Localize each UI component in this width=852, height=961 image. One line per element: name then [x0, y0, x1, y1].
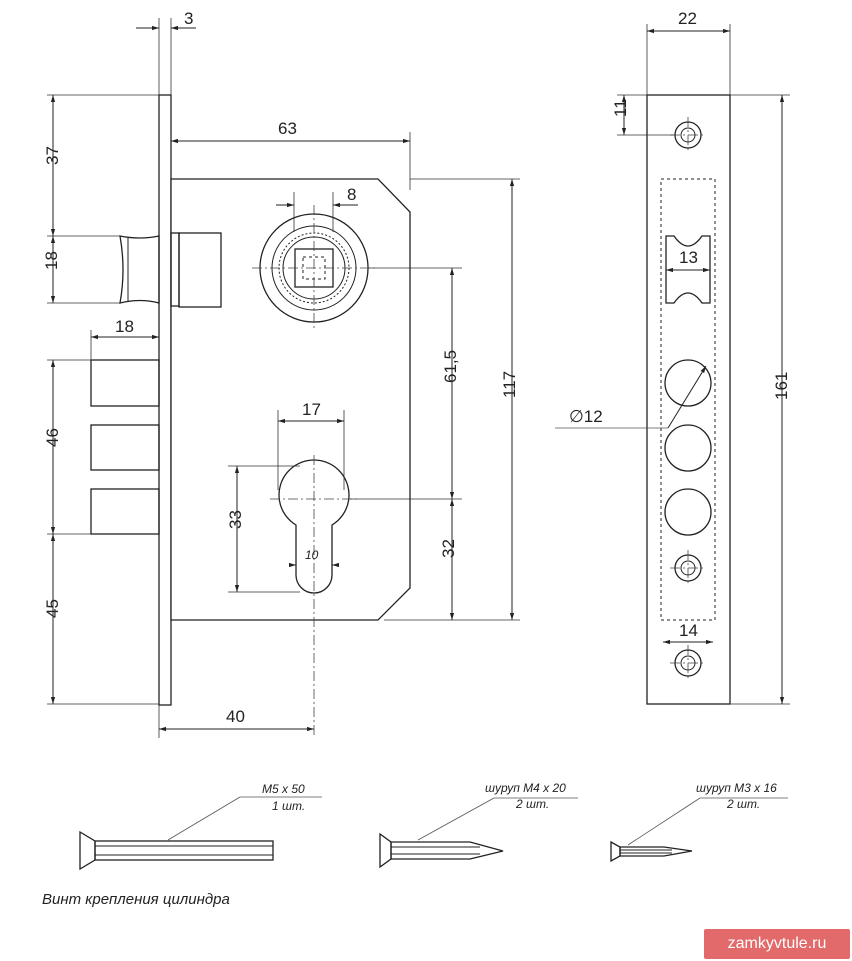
- dim-strike-width: 22: [678, 9, 697, 28]
- latch-bolt: [119, 232, 222, 308]
- dim-bolt-span: 46: [43, 428, 62, 447]
- dim-faceplate-thickness: 3: [184, 9, 193, 28]
- dim-latch-height: 18: [42, 251, 61, 270]
- screw-spec: M5 x 50: [262, 782, 305, 796]
- dim-cylinder-slot: 10: [305, 548, 319, 562]
- dim-cylinder-height: 33: [226, 510, 245, 529]
- dim-backset: 40: [226, 707, 245, 726]
- dim-latch-window: 13: [679, 248, 698, 267]
- strike-bolt-hole: [664, 359, 712, 407]
- dim-bottom-offset: 45: [43, 599, 62, 618]
- dim-body-depth: 63: [278, 119, 297, 138]
- caption: Винт крепления цилиндра: [42, 891, 230, 908]
- dim-cylinder-width: 17: [302, 400, 321, 419]
- dim-body-height: 117: [500, 371, 519, 398]
- screw-m3x16: шуруп М3 х 16 2 шт.: [610, 781, 788, 863]
- lock-body-view: 3 63 37 18 18 46 45 8 61,5 117 17 33 10 …: [42, 9, 520, 738]
- faceplate: [158, 94, 172, 706]
- cylinder-cutout: [270, 455, 360, 735]
- screw-spec: шуруп М3 х 16: [696, 781, 777, 795]
- screw-m4x20: шуруп М4 х 20 2 шт.: [379, 781, 578, 869]
- strike-lower-hole: [670, 550, 706, 586]
- dim-center-distance: 61,5: [441, 350, 460, 383]
- strike-plate-view: 22 11 13 ∅12 161 14: [555, 9, 791, 705]
- strike-latch-window: [665, 235, 711, 304]
- dim-strike-hole-offset: 11: [611, 99, 630, 117]
- screw-spec: шуруп М4 х 20: [485, 781, 566, 795]
- deadbolts: [90, 359, 160, 535]
- screw-qty: 2 шт.: [515, 797, 549, 811]
- dim-bolt-hole-diameter: ∅12: [569, 407, 603, 426]
- strike-bottom-screw-hole: [670, 645, 706, 681]
- screw-qty: 2 шт.: [726, 797, 760, 811]
- watermark: zamkyvtule.ru: [704, 929, 850, 959]
- strike-bolt-hole: [664, 488, 712, 536]
- dim-cylinder-to-bottom: 32: [439, 539, 458, 558]
- strike-plate: [646, 94, 731, 705]
- dim-strike-height: 161: [772, 372, 791, 400]
- dim-lower-window: 14: [679, 621, 698, 640]
- screw-qty: 1 шт.: [272, 799, 305, 813]
- dim-spindle-square: 8: [347, 185, 356, 204]
- strike-bolt-hole: [664, 424, 712, 472]
- screw-m5x50: M5 x 50 1 шт.: [79, 782, 322, 871]
- dim-bolt-projection: 18: [115, 317, 134, 336]
- lock-case: [170, 178, 411, 621]
- dim-top-to-latch: 37: [43, 146, 62, 165]
